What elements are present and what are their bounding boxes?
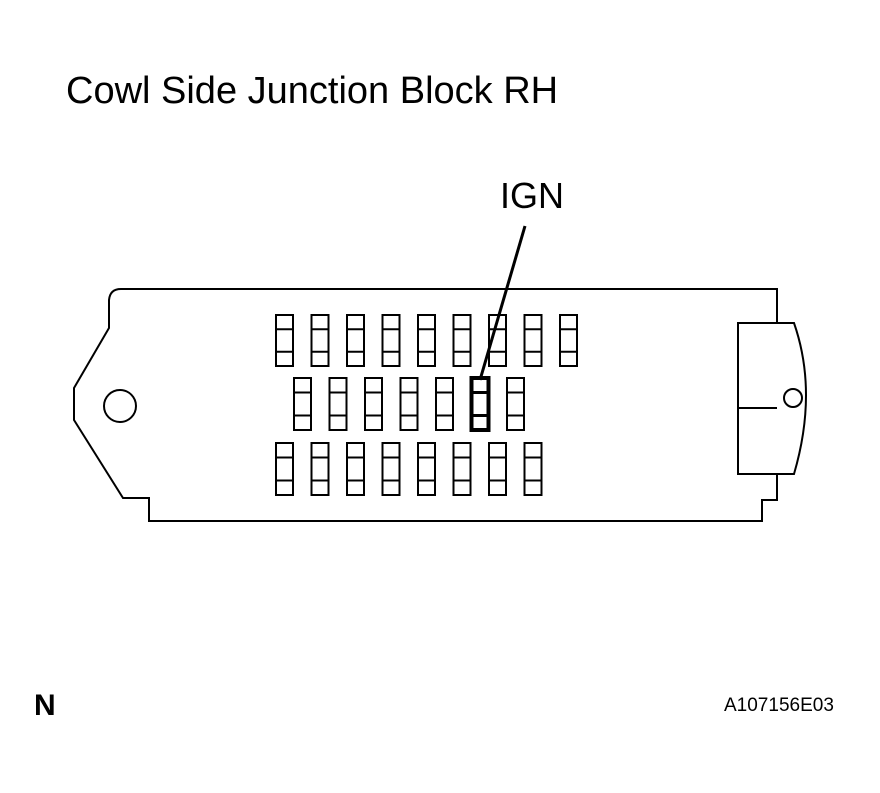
corner-letter: N bbox=[34, 689, 56, 722]
figure-id: A107156E03 bbox=[724, 695, 834, 716]
callout-leader-line bbox=[478, 225, 527, 381]
connector-bracket bbox=[737, 322, 777, 475]
fuse-slot bbox=[399, 377, 419, 431]
fuse-slot bbox=[275, 314, 294, 367]
mounting-hole-left bbox=[103, 389, 137, 423]
fuse-slot bbox=[310, 314, 330, 367]
diagram-title: Cowl Side Junction Block RH bbox=[66, 70, 559, 112]
fuse-slot bbox=[523, 314, 543, 367]
fuse-slot bbox=[506, 377, 525, 431]
callout-label-ign: IGN bbox=[500, 175, 565, 216]
fuse-slot bbox=[417, 442, 436, 496]
fuse-slot bbox=[310, 442, 330, 496]
fuse-slot bbox=[381, 314, 401, 367]
fuse-slot bbox=[346, 442, 365, 496]
fuse-slot bbox=[523, 442, 543, 496]
fuse-slot bbox=[328, 377, 348, 431]
fuse-slot bbox=[452, 314, 472, 367]
fuse-slot bbox=[435, 377, 454, 431]
fuse-slot bbox=[381, 442, 401, 496]
fuse-slot bbox=[559, 314, 578, 367]
junction-block-outline bbox=[73, 288, 807, 522]
fuse-slot bbox=[293, 377, 312, 431]
fuse-slot bbox=[488, 442, 507, 496]
fuse-ign-highlighted bbox=[469, 376, 491, 432]
fuse-slot bbox=[417, 314, 436, 367]
fuse-slot bbox=[275, 442, 294, 496]
mounting-hole-right bbox=[783, 388, 803, 408]
fuse-slot bbox=[364, 377, 383, 431]
fuse-slot bbox=[346, 314, 365, 367]
fuse-slot bbox=[452, 442, 472, 496]
